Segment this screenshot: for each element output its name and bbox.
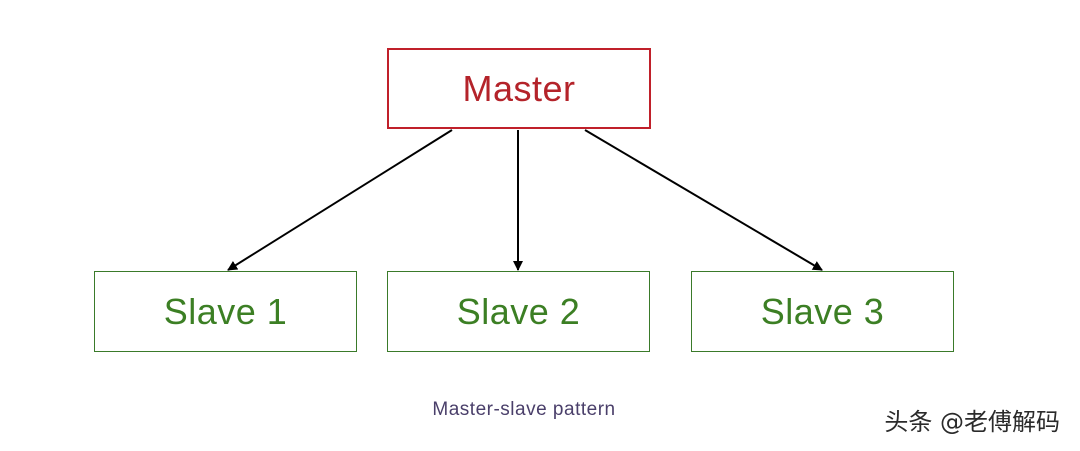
slave-node-3-label: Slave 3 [760,290,885,332]
arrow-master-to-slave-1 [227,129,453,271]
slave-node-3: Slave 3 [691,271,954,352]
slave-node-2-label: Slave 2 [456,290,581,332]
slave-node-1: Slave 1 [94,271,357,352]
master-node: Master [387,48,651,129]
slave-node-1-label: Slave 1 [163,290,288,332]
master-node-label: Master [462,67,576,109]
watermark: 头条 @老傅解码 [884,408,1060,436]
diagram-caption: Master-slave pattern [432,399,616,420]
arrow-master-to-slave-3 [584,129,823,271]
slave-node-2: Slave 2 [387,271,650,352]
